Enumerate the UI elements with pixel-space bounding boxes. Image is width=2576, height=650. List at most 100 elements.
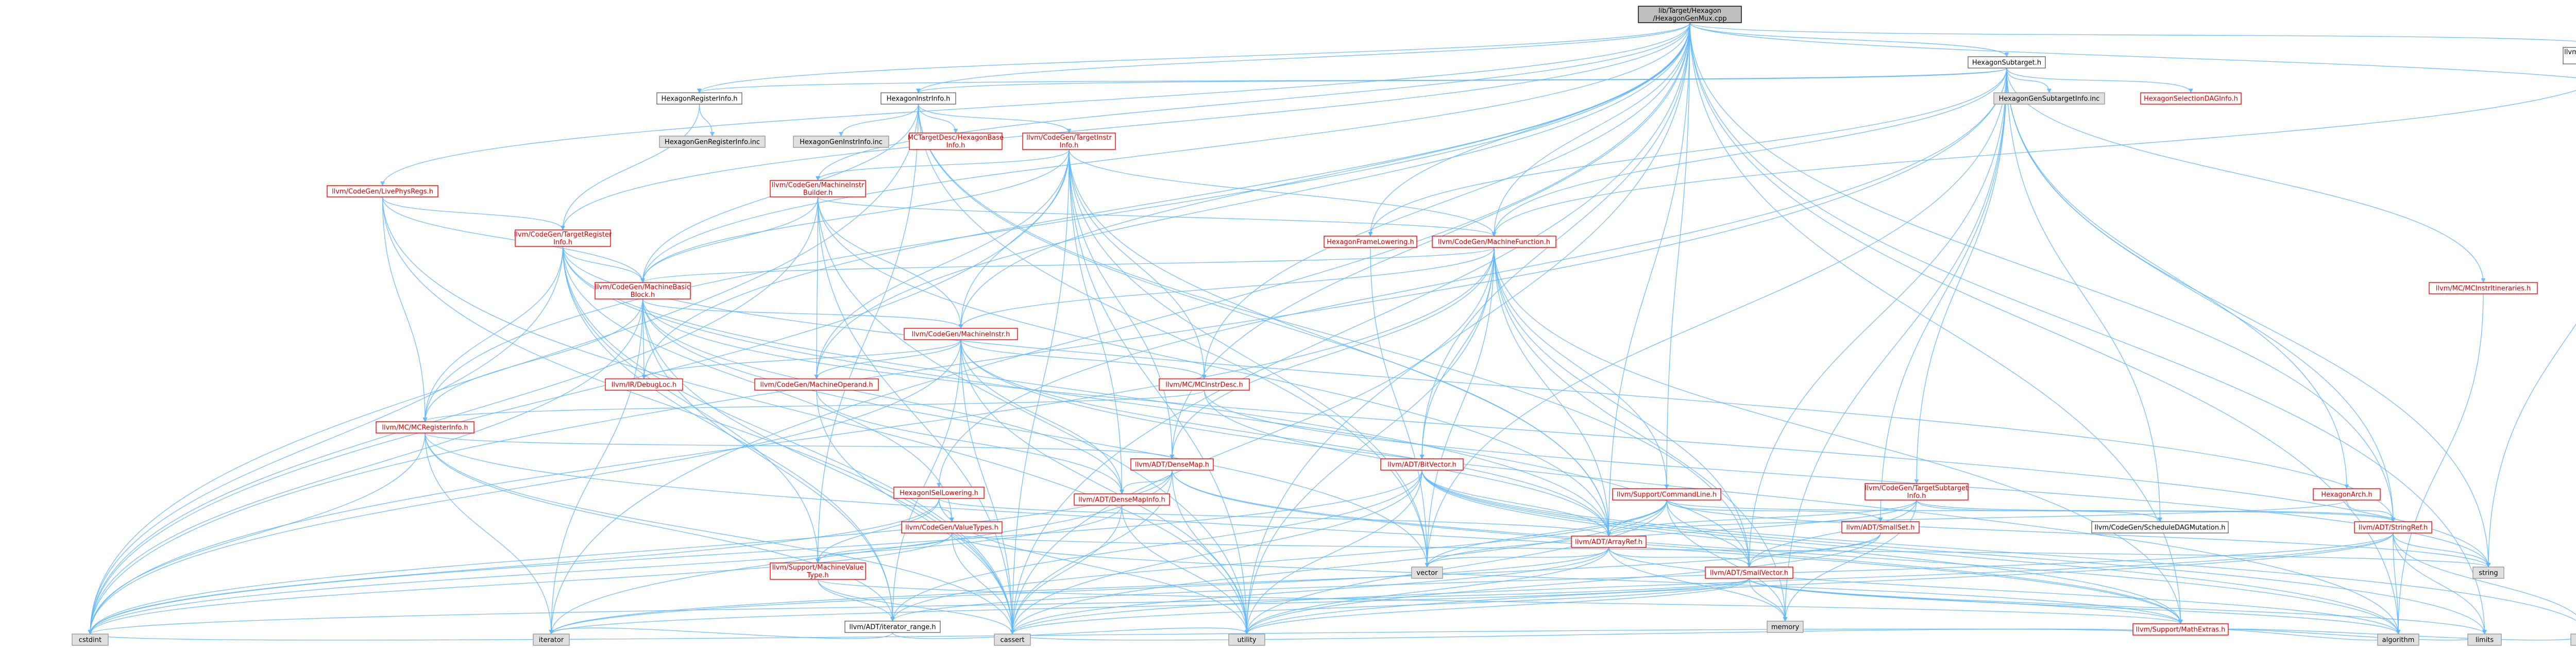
node-string-ref[interactable]: llvm/ADT/StringRef.h [2354, 521, 2432, 534]
node-box [1380, 458, 1464, 471]
edge-machine-instr-to-iterator-range [890, 339, 961, 622]
edge-mcregister-info-to-cstdint [88, 432, 426, 635]
node-small-set[interactable]: llvm/ADT/SmallSet.h [1841, 521, 1920, 534]
node-label: memory [1771, 624, 1800, 631]
node-label: llvm/CodeGen/MachineInstr [772, 181, 865, 189]
edge-machine-instr-builder-to-utility [817, 196, 1249, 635]
edge-hexagon-instr-info-to-mctarget-desc [918, 104, 958, 134]
node-hexagon-isel-lowering[interactable]: HexagonISelLowering.h [893, 487, 985, 499]
edge-small-vector-to-limits [1749, 578, 2487, 635]
node-utility[interactable]: utility [1228, 634, 1265, 646]
node-mcinstr-desc[interactable]: llvm/MC/MCInstrDesc.h [1159, 378, 1250, 391]
node-debug-loc[interactable]: llvm/IR/DebugLoc.h [605, 378, 683, 391]
edge-iterator-range-to-utility [892, 627, 1249, 639]
node-label: llvm/ADT/SmallVector.h [1710, 570, 1788, 577]
node-limits[interactable]: limits [2467, 634, 2502, 646]
edge-machine-instr-to-machine-operand [814, 339, 961, 379]
node-hexagon-arch[interactable]: HexagonArch.h [2313, 488, 2381, 501]
edge-command-line-to-iterator-range [890, 499, 1667, 622]
node-hexagon-frame-lowering[interactable]: HexagonFrameLowering.h [1324, 236, 1417, 248]
edge-array-ref-to-small-vector [1608, 547, 1752, 568]
edge-hexagon-arch-to-array-ref [1606, 499, 2347, 537]
node-hexagon-gen-subtarget-info[interactable]: HexagonGenSubtargetInfo.inc [1993, 92, 2105, 105]
edge-root-to-iterator [549, 22, 1690, 635]
edge-target-instr-info-to-utility [1069, 149, 1249, 635]
edge-hexagon-subtarget-to-small-set [1878, 68, 2007, 522]
node-label: llvm/CodeGen/TargetInstr [1026, 134, 1112, 142]
node-box [770, 180, 866, 197]
node-box [2091, 521, 2229, 534]
edge-machine-basic-block-to-iterator-range [642, 298, 895, 622]
node-machine-operand[interactable]: llvm/CodeGen/MachineOperand.h [754, 378, 879, 391]
node-value-types[interactable]: llvm/CodeGen/ValueTypes.h [901, 521, 1003, 534]
edge-value-types-to-cstdint [88, 532, 953, 635]
node-string[interactable]: string [2472, 566, 2504, 579]
node-array-ref[interactable]: llvm/ADT/ArrayRef.h [1571, 536, 1647, 548]
node-climits[interactable]: climits [2570, 634, 2576, 646]
node-cassert[interactable]: cassert [994, 634, 1031, 646]
node-root[interactable]: lib/Target/Hexagon/HexagonGenMux.cpp [1638, 6, 1742, 23]
edge-small-vector-to-memory [1749, 578, 1788, 622]
node-memory[interactable]: memory [1767, 621, 1804, 633]
node-vector[interactable]: vector [1411, 566, 1443, 579]
node-algorithm[interactable]: algorithm [2377, 634, 2419, 646]
edge-dense-map-info-to-cassert [1010, 505, 1123, 635]
edge-hexagon-instr-info-to-vector [918, 104, 1430, 568]
node-machine-function[interactable]: llvm/CodeGen/MachineFunction.h [1432, 236, 1556, 248]
edge-target-instr-info-to-machine-instr-builder [816, 149, 1070, 181]
node-cstdint[interactable]: cstdint [72, 634, 109, 646]
edge-machine-function-to-math-extras [1494, 247, 2183, 624]
node-label: limits [2476, 637, 2494, 644]
node-hexagon-gen-instr-info[interactable]: HexagonGenInstrInfo.inc [793, 136, 889, 148]
edge-live-phys-regs-to-utility [382, 196, 1249, 635]
node-label: HexagonInstrInfo.h [887, 95, 951, 103]
node-mcinstr-itineraries[interactable]: llvm/MC/MCInstrItineraries.h [2429, 282, 2538, 294]
node-machine-instr[interactable]: llvm/CodeGen/MachineInstr.h [904, 328, 1018, 340]
node-math-extras[interactable]: llvm/Support/MathExtras.h [2132, 623, 2229, 636]
edge-target-subtarget-info-to-vector [1425, 499, 1917, 568]
edge-machine-function-to-command-line [1494, 247, 1669, 489]
node-iterator[interactable]: iterator [533, 634, 570, 646]
edge-target-register-info-to-string-ref [562, 246, 2396, 522]
node-live-phys-regs[interactable]: llvm/CodeGen/LivePhysRegs.h [327, 185, 438, 197]
edge-array-ref-to-cassert [1010, 547, 1609, 635]
node-hexagon-instr-info[interactable]: HexagonInstrInfo.h [880, 92, 956, 105]
node-iterator-range[interactable]: llvm/ADT/iterator_range.h [844, 621, 941, 633]
edge-small-vector-to-math-extras [1749, 578, 2183, 624]
edge-root-to-math-extras [1689, 22, 2183, 624]
edge-target-instr-info-to-vector [1069, 149, 1430, 568]
node-schedule-dagmutation[interactable]: llvm/CodeGen/ScheduleDAGMutation.h [2091, 521, 2229, 534]
node-hexagon-subtarget[interactable]: HexagonSubtarget.h [1968, 56, 2046, 69]
node-dense-map-info[interactable]: llvm/ADT/DenseMapInfo.h [1074, 493, 1170, 506]
node-label: Info.h [1060, 142, 1079, 149]
edge-machine-instr-builder-to-machine-instr [817, 196, 963, 329]
edge-machine-instr-to-utility [960, 339, 1249, 635]
node-mcregister-info[interactable]: llvm/MC/MCRegisterInfo.h [376, 421, 474, 434]
edge-string-ref-to-limits [2393, 532, 2487, 635]
node-label: llvm/ADT/DenseMapInfo.h [1078, 496, 1165, 504]
node-small-vector[interactable]: llvm/ADT/SmallVector.h [1705, 566, 1793, 579]
node-bit-vector[interactable]: llvm/ADT/BitVector.h [1380, 458, 1464, 471]
edge-live-phys-regs-to-cassert [382, 196, 1015, 635]
node-box [1841, 521, 1920, 534]
node-dense-map[interactable]: llvm/ADT/DenseMap.h [1130, 458, 1214, 471]
edge-string-ref-to-cassert [1010, 532, 2394, 635]
node-hexagon-selection-daginfo[interactable]: HexagonSelectionDAGInfo.h [2140, 92, 2242, 105]
edge-small-vector-to-cstdint [88, 578, 1750, 635]
edge-hexagon-subtarget-to-memory [1783, 68, 2007, 622]
edge-mcregister-info-to-math-extras [425, 432, 2183, 624]
node-hexagon-gen-register-info[interactable]: HexagonGenRegisterInfo.inc [659, 136, 766, 148]
node-command-line[interactable]: llvm/Support/CommandLine.h [1612, 488, 1721, 501]
node-hexagon-register-info[interactable]: HexagonRegisterInfo.h [656, 92, 742, 105]
node-label: llvm/Support/MachineValue [772, 564, 864, 572]
dependency-nodes: lib/Target/Hexagon/HexagonGenMux.cppHexa… [72, 6, 2576, 646]
edge-machine-function-to-vector [1425, 247, 1495, 568]
node-machine-function-pass[interactable]: llvm/CodeGen/MachineFunctionPass.h [2563, 47, 2576, 64]
